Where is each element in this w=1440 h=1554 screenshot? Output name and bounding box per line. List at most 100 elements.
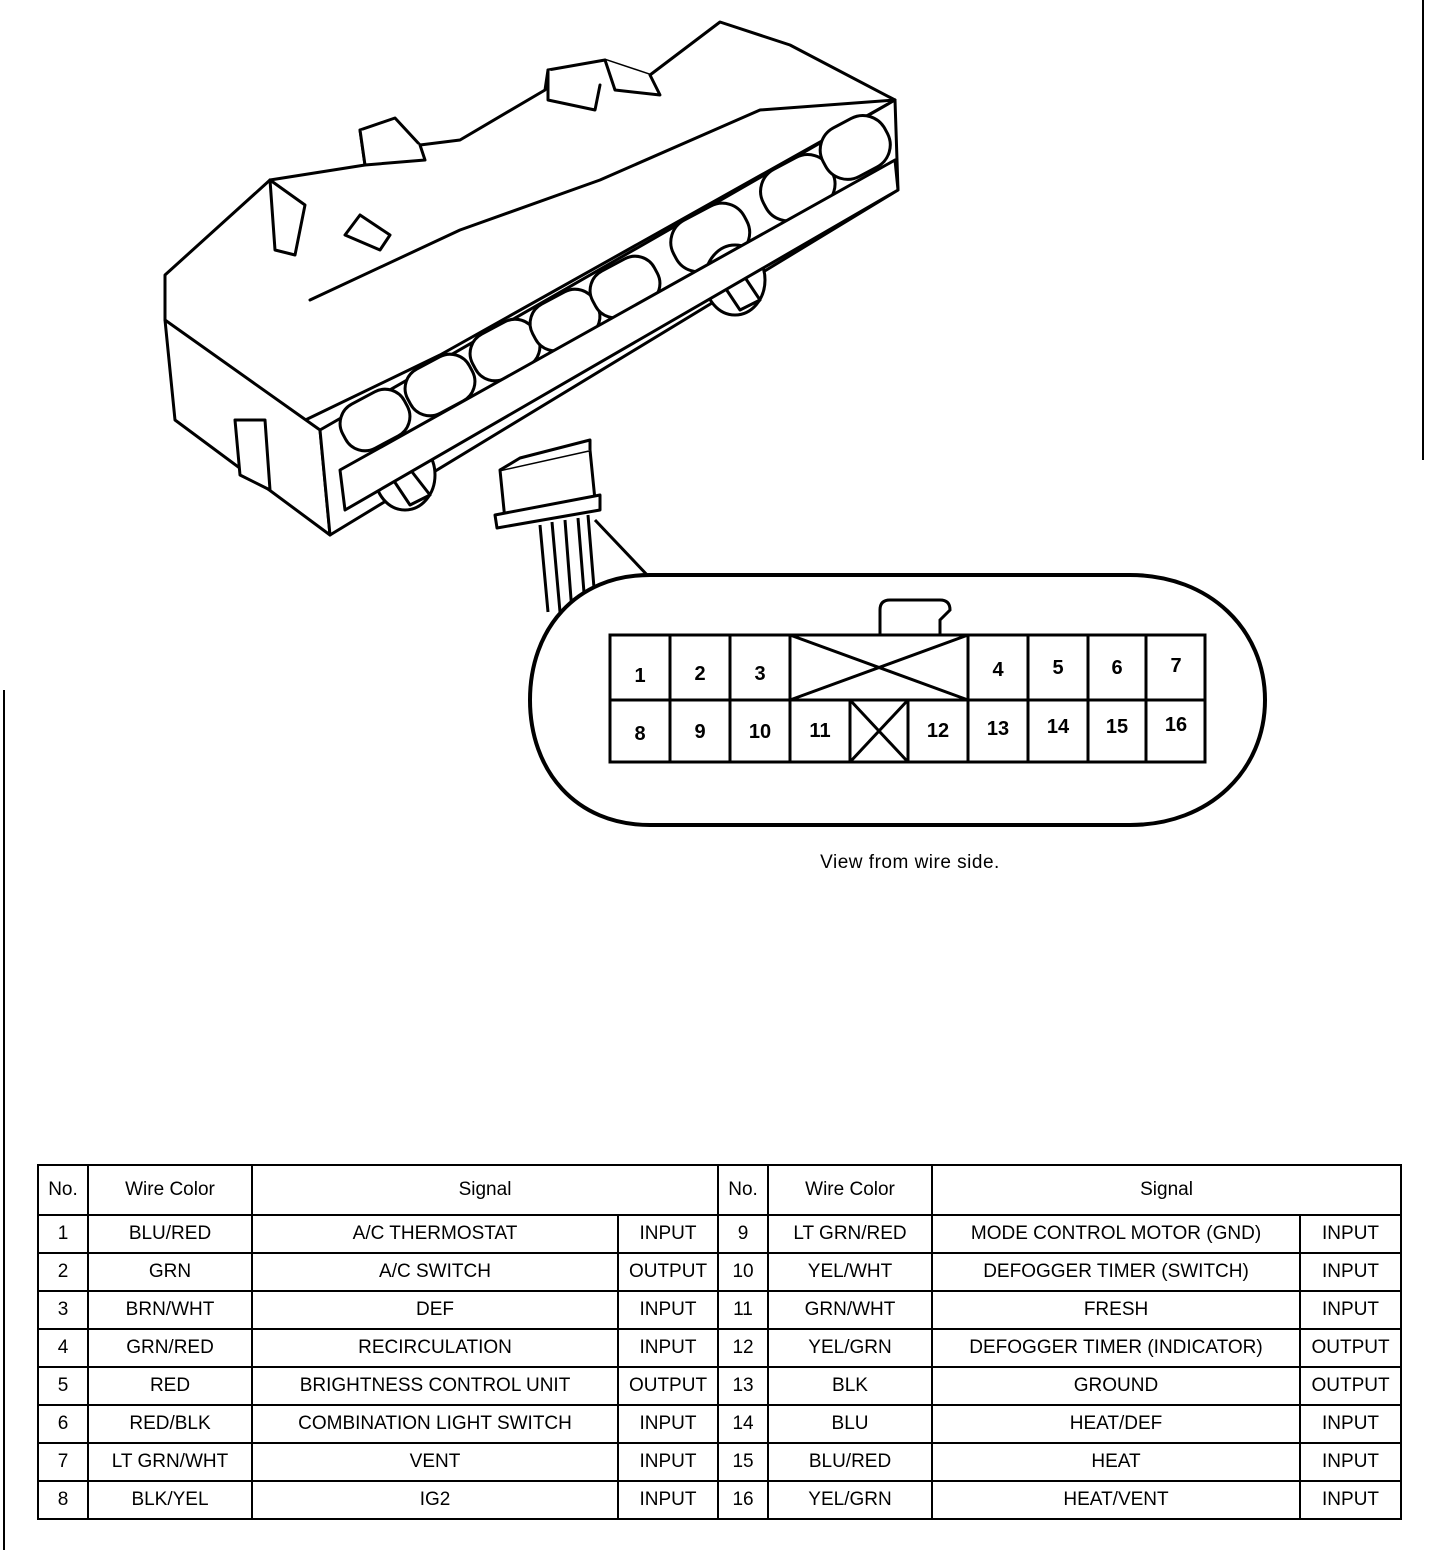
- signal-direction: INPUT: [616, 1442, 720, 1482]
- pin-7: 7: [1170, 655, 1181, 677]
- signal-name: RECIRCULATION: [251, 1328, 619, 1368]
- signal-direction: OUTPUT: [616, 1366, 720, 1406]
- wire-color: BLK: [767, 1366, 934, 1406]
- wire-color: RED: [87, 1366, 253, 1406]
- signal-name: GROUND: [931, 1366, 1302, 1406]
- pin-number: 10: [717, 1252, 770, 1292]
- wire-color: LT GRN/RED: [767, 1214, 934, 1254]
- pin-1: 1: [634, 665, 645, 687]
- signal-direction: INPUT: [616, 1404, 720, 1444]
- pin-4: 4: [992, 659, 1004, 681]
- pin-8: 8: [634, 723, 645, 745]
- header-no: No.: [717, 1164, 770, 1216]
- wire-color: GRN: [87, 1252, 253, 1292]
- pin-number: 16: [717, 1480, 770, 1520]
- pin-10: 10: [749, 721, 771, 743]
- pin-number: 14: [717, 1404, 770, 1444]
- signal-direction: INPUT: [1299, 1252, 1403, 1292]
- pin-number: 12: [717, 1328, 770, 1368]
- wire-color: BRN/WHT: [87, 1290, 253, 1330]
- signal-direction: INPUT: [616, 1328, 720, 1368]
- signal-direction: INPUT: [1299, 1404, 1403, 1444]
- signal-direction: INPUT: [616, 1480, 720, 1520]
- pin-number: 11: [717, 1290, 770, 1330]
- wire-color: BLU/RED: [767, 1442, 934, 1482]
- signal-direction: INPUT: [616, 1290, 720, 1330]
- signal-direction: INPUT: [1299, 1480, 1403, 1520]
- pin-5: 5: [1052, 657, 1063, 679]
- pin-14: 14: [1047, 716, 1070, 738]
- signal-name: IG2: [251, 1480, 619, 1520]
- signal-name: COMBINATION LIGHT SWITCH: [251, 1404, 619, 1444]
- control-unit-illustration: [163, 20, 900, 537]
- view-caption: View from wire side.: [820, 852, 1000, 873]
- pin-number: 13: [717, 1366, 770, 1406]
- signal-name: DEFOGGER TIMER (INDICATOR): [931, 1328, 1302, 1368]
- pin-number: 7: [37, 1442, 89, 1482]
- header-wire-color: Wire Color: [767, 1164, 934, 1216]
- signal-name: A/C SWITCH: [251, 1252, 619, 1292]
- wire-color: BLU/RED: [87, 1214, 253, 1254]
- signal-direction: INPUT: [1299, 1214, 1403, 1254]
- header-wire-color: Wire Color: [87, 1164, 253, 1216]
- control-unit-diagram: 1 2 3 4 5 6 7 8 9 10 11 12 13 14 15 16: [163, 20, 1268, 827]
- pin-number: 2: [37, 1252, 89, 1292]
- header-no: No.: [37, 1164, 89, 1216]
- header-signal: Signal: [250, 1164, 720, 1216]
- signal-name: HEAT: [931, 1442, 1302, 1482]
- signal-direction: INPUT: [616, 1214, 720, 1254]
- wire-color: BLU: [767, 1404, 934, 1444]
- pin-15: 15: [1106, 716, 1128, 738]
- wire-color: YEL/WHT: [767, 1252, 934, 1292]
- pin-number: 4: [37, 1328, 89, 1368]
- pin-16: 16: [1165, 714, 1187, 736]
- pin-number: 5: [37, 1366, 89, 1406]
- right-border-line: [1422, 0, 1424, 460]
- wire-color: BLK/YEL: [87, 1480, 253, 1520]
- pin-13: 13: [987, 718, 1009, 740]
- pin-number: 15: [717, 1442, 770, 1482]
- pin-numbers: 1 2 3 4 5 6 7 8 9 10 11 12 13 14 15 16: [634, 655, 1187, 745]
- signal-direction: INPUT: [1299, 1290, 1403, 1330]
- pin-number: 9: [717, 1214, 770, 1254]
- pin-3: 3: [754, 663, 765, 685]
- pinout-table: No. Wire Color Signal No. Wire Color Sig…: [37, 1164, 1403, 1520]
- signal-direction: OUTPUT: [1299, 1366, 1403, 1406]
- signal-name: BRIGHTNESS CONTROL UNIT: [251, 1366, 619, 1406]
- signal-name: MODE CONTROL MOTOR (GND): [931, 1214, 1302, 1254]
- signal-name: HEAT/DEF: [931, 1404, 1302, 1444]
- wire-color: YEL/GRN: [767, 1480, 934, 1520]
- signal-name: FRESH: [931, 1290, 1302, 1330]
- connector-face: [608, 598, 1207, 764]
- wire-harness-plug: [493, 438, 652, 613]
- pin-number: 1: [37, 1214, 89, 1254]
- wire-color: GRN/WHT: [767, 1290, 934, 1330]
- left-border-line: [3, 690, 5, 1550]
- pin-6: 6: [1111, 657, 1122, 679]
- pin-2: 2: [694, 663, 705, 685]
- signal-name: DEF: [251, 1290, 619, 1330]
- signal-direction: OUTPUT: [616, 1252, 720, 1292]
- wire-color: YEL/GRN: [767, 1328, 934, 1368]
- wire-color: GRN/RED: [87, 1328, 253, 1368]
- signal-name: A/C THERMOSTAT: [251, 1214, 619, 1254]
- pin-12: 12: [927, 720, 949, 742]
- pin-number: 6: [37, 1404, 89, 1444]
- header-signal: Signal: [931, 1164, 1403, 1216]
- wire-color: LT GRN/WHT: [87, 1442, 253, 1482]
- pin-number: 3: [37, 1290, 89, 1330]
- pin-9: 9: [694, 721, 705, 743]
- table-header-row: No. Wire Color Signal No. Wire Color Sig…: [37, 1164, 1403, 1216]
- pin-11: 11: [809, 720, 830, 742]
- signal-name: HEAT/VENT: [931, 1480, 1302, 1520]
- wire-color: RED/BLK: [87, 1404, 253, 1444]
